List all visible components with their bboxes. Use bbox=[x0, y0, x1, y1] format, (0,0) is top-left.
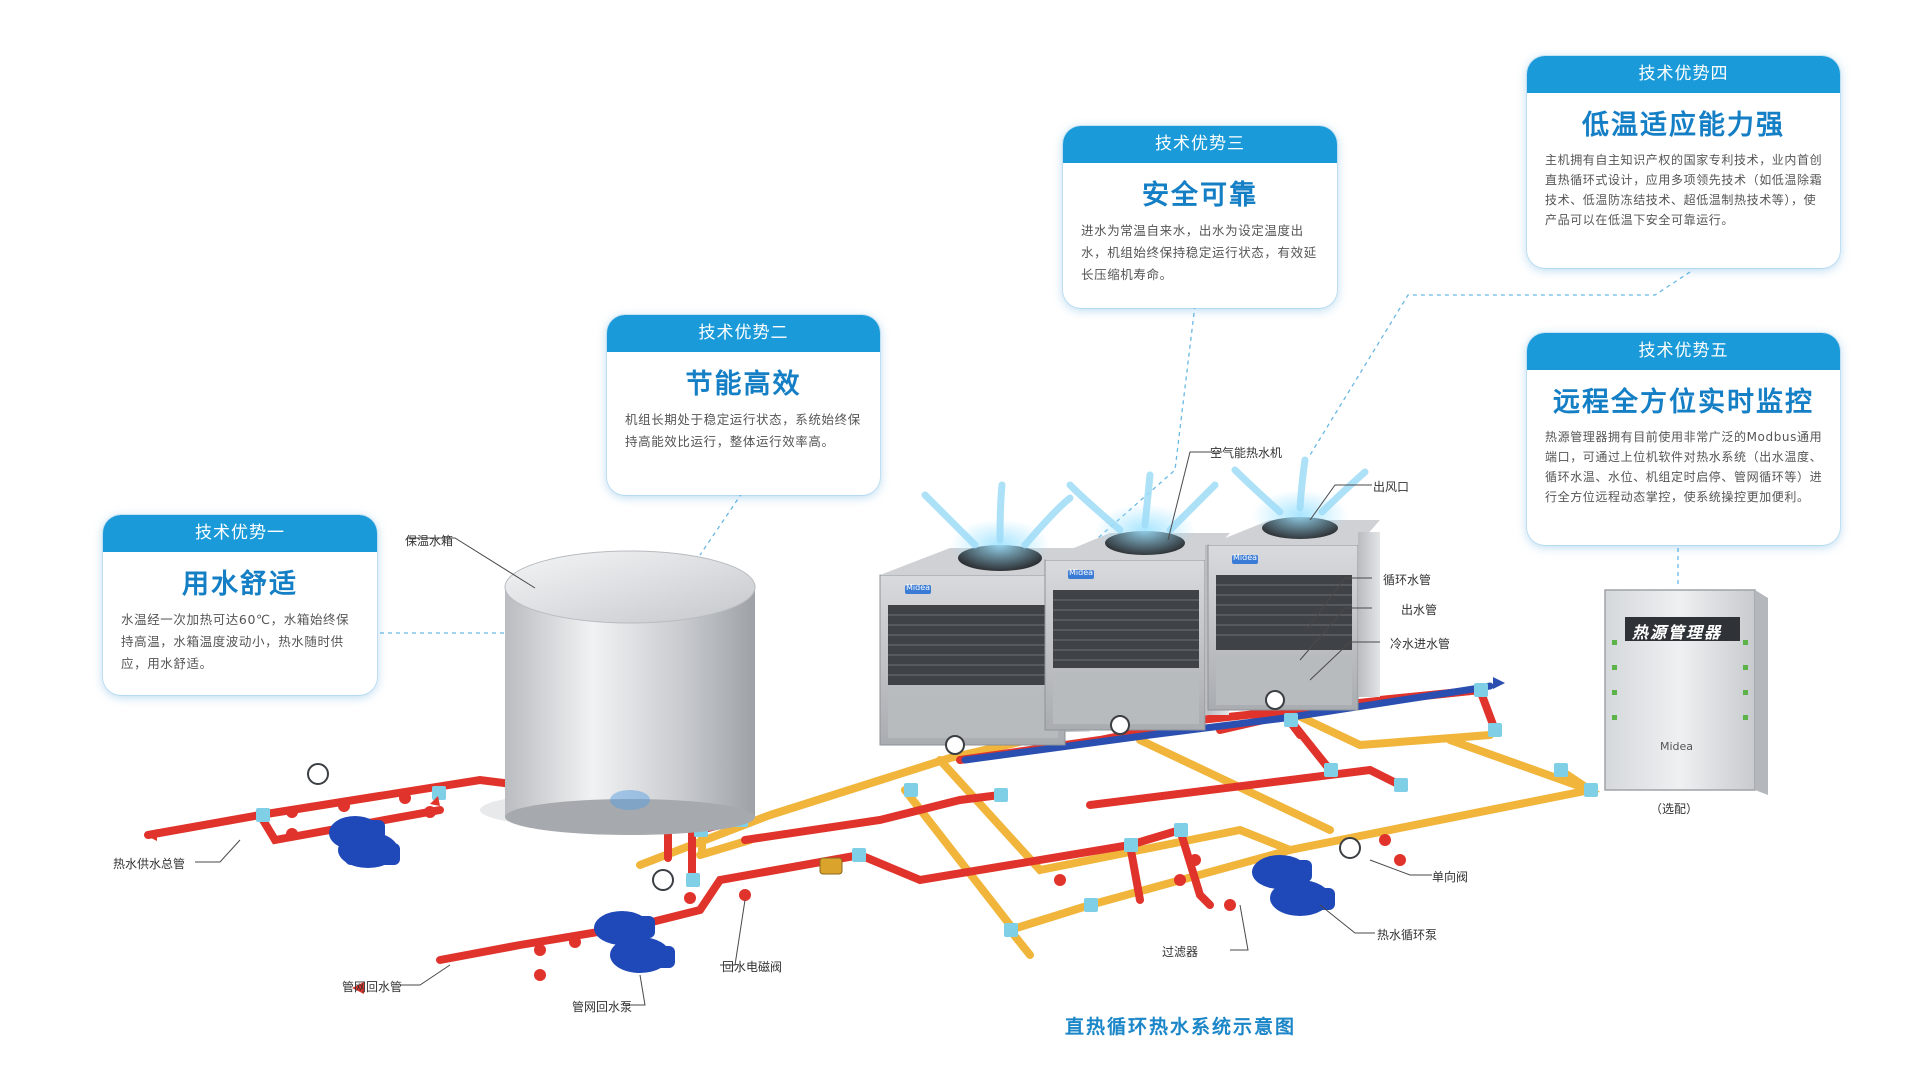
card-body: 主机拥有自主知识产权的国家专利技术，业内首创直热循环式设计，应用多项领先技术（如… bbox=[1545, 153, 1823, 227]
label-return-solenoid: 回水电磁阀 bbox=[722, 960, 783, 974]
label-circulation-pipe: 循环水管 bbox=[1383, 573, 1432, 587]
label-cold-inlet-pipe: 冷水进水管 bbox=[1390, 637, 1451, 651]
label-return-pipe: 管网回水管 bbox=[342, 980, 403, 994]
advantage-card-1: 技术优势一 用水舒适 水温经一次加热可达60℃，水箱始终保持高温，水箱温度波动小… bbox=[103, 515, 377, 695]
card-title: 低温适应能力强 bbox=[1582, 110, 1785, 141]
card-header: 技术优势一 bbox=[103, 515, 377, 552]
card-header: 技术优势三 bbox=[1063, 126, 1337, 163]
label-optional: （选配） bbox=[1650, 802, 1699, 816]
heat-pump-unit-3 bbox=[1207, 490, 1380, 711]
brand-badge bbox=[905, 585, 931, 594]
advantage-card-4: 技术优势四 低温适应能力强 主机拥有自主知识产权的国家专利技术，业内首创直热循环… bbox=[1527, 56, 1840, 268]
diagram-caption: 直热循环热水系统示意图 bbox=[1065, 1016, 1297, 1038]
arrow-icon bbox=[430, 796, 440, 806]
arrow-icon bbox=[145, 829, 157, 841]
advantage-card-5: 技术优势五 远程全方位实时监控 热源管理器拥有目前使用非常广泛的Modbus通用… bbox=[1527, 333, 1840, 545]
label-check-valve: 单向阀 bbox=[1432, 870, 1469, 884]
flow-arrows bbox=[145, 677, 1505, 994]
card-title: 节能高效 bbox=[685, 369, 802, 400]
controller-title: 热源管理器 bbox=[1632, 623, 1723, 642]
card-header: 技术优势二 bbox=[607, 315, 880, 352]
card-body: 热源管理器拥有目前使用非常广泛的Modbus通用端口，可通过上位机软件对热水系统… bbox=[1545, 430, 1823, 504]
supply-pump bbox=[329, 816, 400, 868]
pressure-gauges bbox=[307, 690, 1361, 891]
label-outlet-pipe: 出水管 bbox=[1401, 603, 1438, 617]
label-heat-pump: 空气能热水机 bbox=[1210, 446, 1283, 460]
valve-handles bbox=[286, 689, 1406, 981]
solenoid-valve bbox=[819, 857, 843, 875]
arrow-icon bbox=[352, 982, 364, 994]
return-pump bbox=[594, 911, 675, 973]
card-title: 安全可靠 bbox=[1142, 180, 1258, 211]
card-title: 用水舒适 bbox=[182, 569, 298, 600]
label-hot-supply-main: 热水供水总管 bbox=[113, 857, 186, 871]
unit-brand-3: Midea bbox=[1233, 553, 1258, 562]
advantage-card-2: 技术优势二 节能高效 机组长期处于稳定运行状态，系统始终保持高能效比运行，整体运… bbox=[607, 315, 880, 495]
card-header: 技术优势五 bbox=[1527, 333, 1840, 370]
arrow-icon bbox=[1493, 677, 1505, 689]
label-return-pump: 管网回水泵 bbox=[572, 1000, 633, 1014]
controller-brand: Midea bbox=[1660, 740, 1694, 753]
insulated-tank bbox=[504, 550, 756, 835]
card-title: 远程全方位实时监控 bbox=[1553, 387, 1814, 418]
unit-brand-2: Midea bbox=[1069, 568, 1094, 577]
brand-badge bbox=[1232, 555, 1258, 564]
advantage-card-3: 技术优势三 安全可靠 进水为常温自来水，出水为设定温度出水，机组始终保持稳定运行… bbox=[1063, 126, 1337, 308]
label-tank: 保温水箱 bbox=[405, 534, 454, 548]
unit-brand-1: Midea bbox=[906, 583, 931, 592]
label-filter: 过滤器 bbox=[1162, 945, 1199, 959]
heat-pump-unit-2 bbox=[1044, 504, 1230, 731]
card-body: 进水为常温自来水，出水为设定温度出水，机组始终保持稳定运行状态，有效延长压缩机寿… bbox=[1081, 223, 1317, 282]
brand-badge bbox=[1068, 570, 1094, 579]
card-body: 水温经一次加热可达60℃，水箱始终保持高温，水箱温度波动小，热水随时供应，用水舒… bbox=[121, 612, 350, 671]
card-header: 技术优势四 bbox=[1527, 56, 1840, 93]
label-pointers bbox=[195, 451, 1432, 1006]
label-hot-circ-pump: 热水循环泵 bbox=[1377, 928, 1438, 942]
label-air-outlet: 出风口 bbox=[1373, 480, 1410, 494]
heat-source-manager bbox=[1604, 589, 1768, 795]
airflow-arrows bbox=[921, 456, 1369, 549]
hot-circulation-pump bbox=[1252, 855, 1335, 916]
card-body: 机组长期处于稳定运行状态，系统始终保持高能效比运行，整体运行效率高。 bbox=[625, 412, 861, 449]
pumps bbox=[329, 816, 1335, 973]
